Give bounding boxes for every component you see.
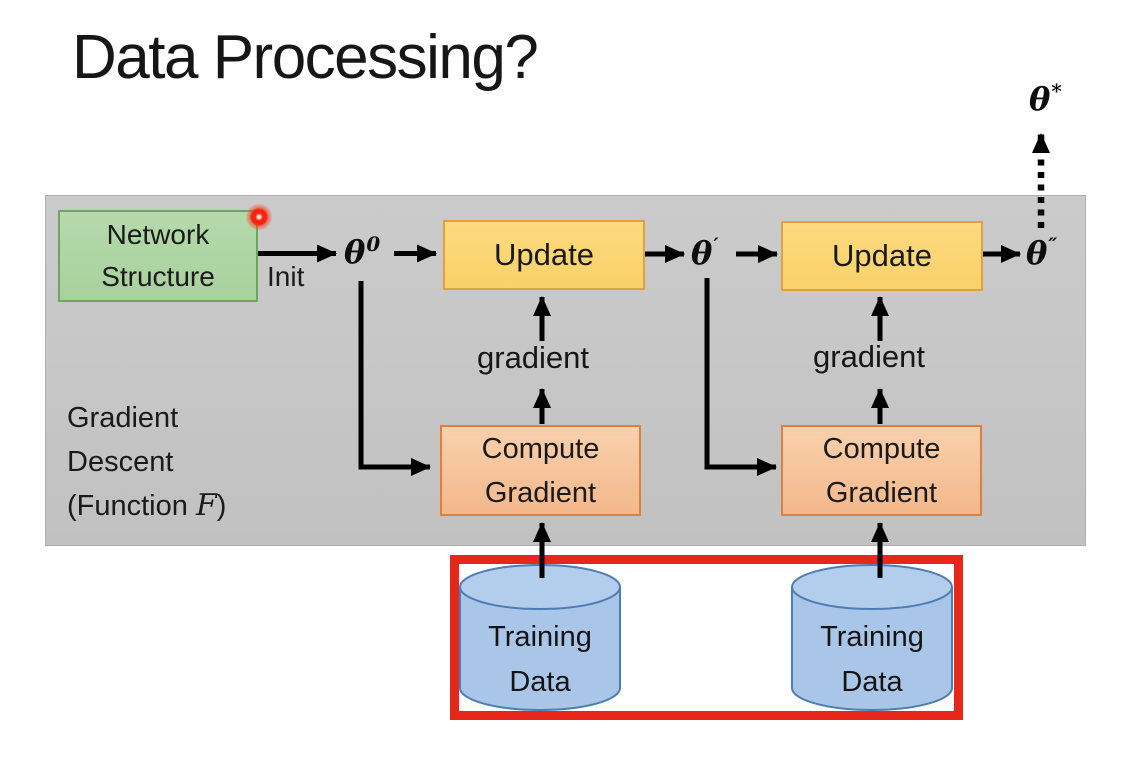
caption-line-3: (Function F) bbox=[67, 488, 227, 523]
gradient-label-2: gradient bbox=[813, 339, 926, 374]
red-highlight-box bbox=[450, 555, 963, 720]
database-cylinder-icon-2 bbox=[791, 564, 953, 711]
compute-gradient-box-1: Compute Gradient bbox=[440, 425, 641, 516]
function-f-symbol: F bbox=[195, 488, 217, 523]
theta0-label: θ0 bbox=[344, 232, 381, 271]
compute-gradient-box-2: Compute Gradient bbox=[781, 425, 982, 516]
gradient-descent-caption: Gradient Descent (Function F) bbox=[67, 396, 226, 528]
laser-pointer-dot bbox=[246, 204, 272, 230]
training-data-label-2: Training Data bbox=[820, 621, 924, 698]
training-data-label-1: Training Data bbox=[488, 621, 592, 698]
compute-gradient-box-1-label: Compute Gradient bbox=[481, 432, 600, 509]
caption-line-1: Gradient bbox=[67, 402, 179, 434]
theta-star-label: θ* bbox=[1029, 79, 1062, 118]
theta-double-prime-label: θ″ bbox=[1026, 233, 1058, 272]
caption-line-2: Descent bbox=[67, 446, 174, 478]
gradient-label-1: gradient bbox=[477, 340, 590, 375]
update-box-2-label: Update bbox=[832, 238, 932, 273]
update-box-1-label: Update bbox=[494, 237, 594, 272]
compute-gradient-box-2-label: Compute Gradient bbox=[822, 432, 941, 509]
database-cylinder-icon-1 bbox=[459, 564, 621, 711]
update-box-2: Update bbox=[781, 221, 983, 291]
network-structure-label: Network Structure bbox=[101, 219, 215, 292]
update-box-1: Update bbox=[443, 220, 645, 290]
theta-prime-label: θ′ bbox=[691, 233, 719, 272]
page-title: Data Processing? bbox=[72, 23, 539, 92]
init-label: Init bbox=[267, 261, 305, 292]
network-structure-box: Network Structure bbox=[58, 210, 258, 302]
